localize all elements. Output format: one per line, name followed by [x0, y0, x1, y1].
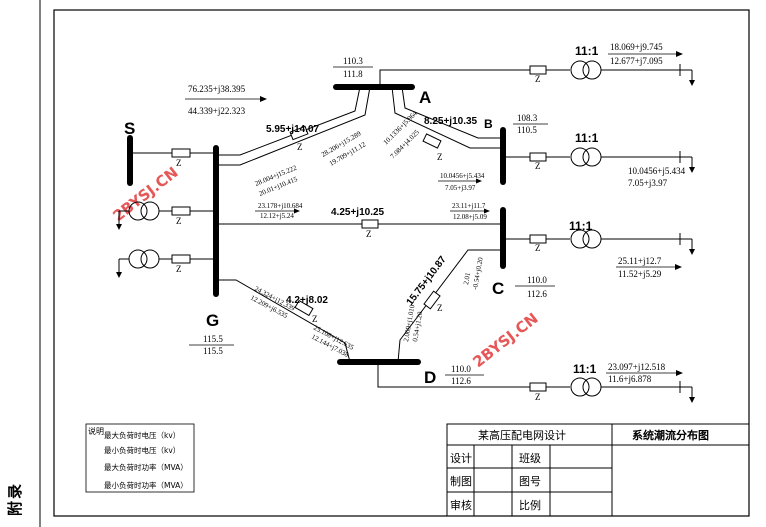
source-flow-max: 76.235+j38.395 — [188, 84, 246, 94]
impedance-load-b: Z — [535, 161, 541, 171]
impedance-symbol-g-d: Z — [312, 314, 318, 324]
legend-box — [85, 423, 195, 493]
bus-label-s: S — [124, 119, 135, 138]
label-review: 审核 — [450, 498, 472, 512]
watermark-lower: 2BYSJ.CN — [469, 309, 541, 371]
transformer-ratio-a: 11:1 — [575, 44, 599, 58]
impedance-load-a: Z — [535, 74, 541, 84]
flow-a-b-far-min: 7.05+j3.97 — [445, 184, 476, 192]
impedance-gen-upper: Z — [176, 216, 182, 226]
impedance-g-a: 5.95+j14.07 — [266, 124, 320, 135]
transformer-ratio-b: 11:1 — [575, 131, 599, 145]
drawing-frame — [53, 9, 750, 517]
voltage-d-max: 110.0 — [451, 364, 471, 374]
line-s-g — [130, 148, 216, 158]
load-flow-d-max: 23.097+j12.518 — [608, 362, 666, 372]
voltage-a-min: 111.8 — [343, 69, 363, 79]
voltage-a-max: 110.3 — [343, 56, 363, 66]
line-d-c — [397, 249, 503, 363]
load-branch-b — [503, 147, 693, 167]
flow-g-c-near-max: 23.178+j10.684 — [258, 202, 303, 210]
impedance-symbol-g-a: Z — [297, 142, 303, 152]
generator-lower — [118, 249, 216, 272]
bus-label-a: A — [419, 88, 431, 107]
impedance-load-d: Z — [535, 392, 541, 402]
load-flow-d-min: 11.6+j6.878 — [608, 374, 652, 384]
impedance-load-c: Z — [535, 243, 541, 253]
voltage-g-max: 115.5 — [203, 334, 223, 344]
impedance-gen-lower: Z — [176, 264, 182, 274]
flow-d-c-far-max: 2.01 — [462, 271, 472, 285]
load-flow-b-max: 10.0456+j5.434 — [628, 166, 686, 176]
line-g-d — [216, 279, 351, 363]
impedance-g-c: 4.25+j10.25 — [331, 207, 385, 218]
transformer-ratio-d: 11:1 — [573, 362, 597, 376]
label-class: 班级 — [519, 452, 541, 465]
label-design: 设计 — [450, 452, 472, 465]
line-g-a — [216, 86, 371, 166]
line-a-b — [391, 86, 503, 149]
legend-label: 说明 — [88, 426, 104, 436]
transformer-ratio-c: 11:1 — [569, 219, 593, 233]
legend-item-3: 最大负荷时功率（MVA） — [104, 462, 188, 472]
load-flow-c-max: 25.11+j12.7 — [618, 256, 662, 266]
source-flow-min: 44.339+j22.323 — [188, 106, 246, 116]
bus-label-g: G — [206, 311, 219, 330]
flow-g-c-far-max: 23.11+j11.7 — [452, 202, 486, 210]
impedance-symbol-a-b: Z — [437, 152, 443, 162]
bus-label-b: B — [484, 117, 493, 131]
flow-d-c-far-min: -0.54+j0.20 — [471, 256, 485, 290]
load-flow-c-min: 11.52+j5.29 — [618, 269, 662, 279]
legend-item-2: 最小负荷时电压（kv） — [104, 445, 180, 455]
impedance-symbol-d-c: Z — [437, 303, 443, 313]
impedance-symbol-g-c: Z — [366, 229, 372, 239]
bus-label-d: D — [424, 368, 436, 387]
load-branch-c — [503, 229, 693, 249]
load-flow-a-min: 12.677+j7.095 — [610, 56, 663, 66]
voltage-b-min: 110.5 — [517, 125, 537, 135]
flow-g-c-near-min: 12.12+j5.24 — [260, 212, 294, 220]
legend-item-1: 最大负荷时电压（kv） — [104, 430, 180, 440]
load-branch-d — [377, 362, 693, 397]
generator-upper — [118, 201, 216, 224]
voltage-d-min: 112.6 — [451, 376, 471, 386]
drawing-title: 系统潮流分布图 — [632, 428, 709, 442]
load-branch-a — [379, 60, 693, 87]
bus-label-c: C — [492, 279, 504, 298]
load-flow-b-min: 7.05+j3.97 — [628, 178, 668, 188]
voltage-b-max: 108.3 — [517, 113, 538, 123]
flow-a-b-far-max: 10.0456+j5.434 — [440, 172, 485, 180]
voltage-c-min: 112.6 — [527, 289, 547, 299]
load-flow-a-max: 18.069+j9.745 — [610, 42, 663, 52]
voltage-g-min: 115.5 — [203, 346, 223, 356]
label-number: 图号 — [519, 475, 541, 488]
legend-item-4: 最小负荷时功率（MVA） — [104, 480, 188, 490]
project-title: 某高压配电网设计 — [478, 428, 566, 442]
label-draft: 制图 — [450, 475, 472, 488]
title-block — [446, 423, 750, 517]
label-scale: 比例 — [519, 498, 541, 512]
impedance-s-g: Z — [176, 158, 182, 168]
flow-g-c-far-min: 12.08+j5.09 — [453, 213, 487, 221]
voltage-c-max: 110.0 — [527, 275, 547, 285]
appendix-label: 附录 — [6, 482, 24, 516]
impedance-g-d: 4.2+j8.02 — [286, 295, 328, 306]
impedance-a-b: 8.25+j10.35 — [424, 116, 478, 127]
line-g-c — [216, 219, 503, 229]
